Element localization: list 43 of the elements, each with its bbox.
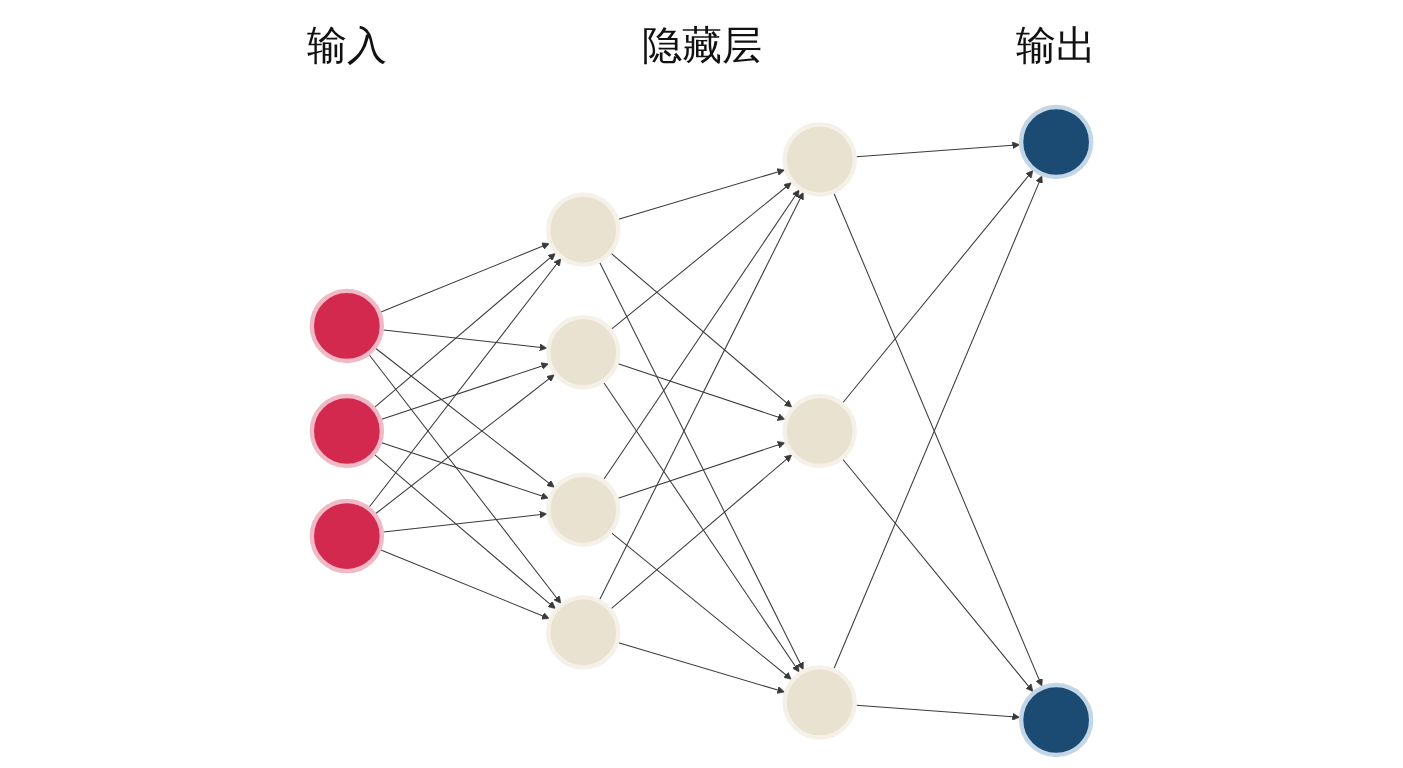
node-circle <box>546 314 621 390</box>
arrow <box>599 192 804 601</box>
node-circle <box>309 393 385 469</box>
arrow <box>381 362 549 420</box>
arrow <box>610 454 793 610</box>
arrow <box>368 258 562 508</box>
arrow <box>618 642 785 694</box>
node-circle <box>546 192 621 267</box>
layer-heading: 隐藏层 <box>641 21 762 70</box>
node-circle <box>1018 104 1094 180</box>
node-circle <box>546 595 621 670</box>
arrow <box>380 549 550 620</box>
arrow <box>375 374 555 515</box>
layer-heading: 输入 <box>306 21 387 70</box>
arrow <box>611 532 792 680</box>
arrow <box>618 168 785 220</box>
arrow <box>610 252 793 408</box>
arrow <box>617 363 786 421</box>
arrow <box>368 354 562 604</box>
arrow <box>381 442 549 500</box>
arrow <box>611 182 792 330</box>
arrow <box>842 458 1034 692</box>
node-circle <box>782 122 857 197</box>
arrow <box>374 454 556 609</box>
arrow <box>374 253 556 408</box>
arrow <box>603 382 800 673</box>
node-circle <box>1018 682 1094 758</box>
arrow <box>382 510 548 533</box>
arrow <box>380 242 550 313</box>
arrow <box>855 141 1020 158</box>
node-circle <box>782 665 857 740</box>
arrow <box>603 189 800 480</box>
node-circle <box>546 472 621 548</box>
arrow <box>599 261 804 670</box>
arrow <box>375 347 555 488</box>
node-circle <box>782 393 857 469</box>
arrow <box>617 441 786 499</box>
arrow <box>382 329 548 352</box>
node-circle <box>309 288 385 364</box>
layer-heading: 输出 <box>1016 21 1097 70</box>
arrow <box>855 704 1020 721</box>
node-circle <box>309 498 385 574</box>
arrow <box>842 170 1034 404</box>
